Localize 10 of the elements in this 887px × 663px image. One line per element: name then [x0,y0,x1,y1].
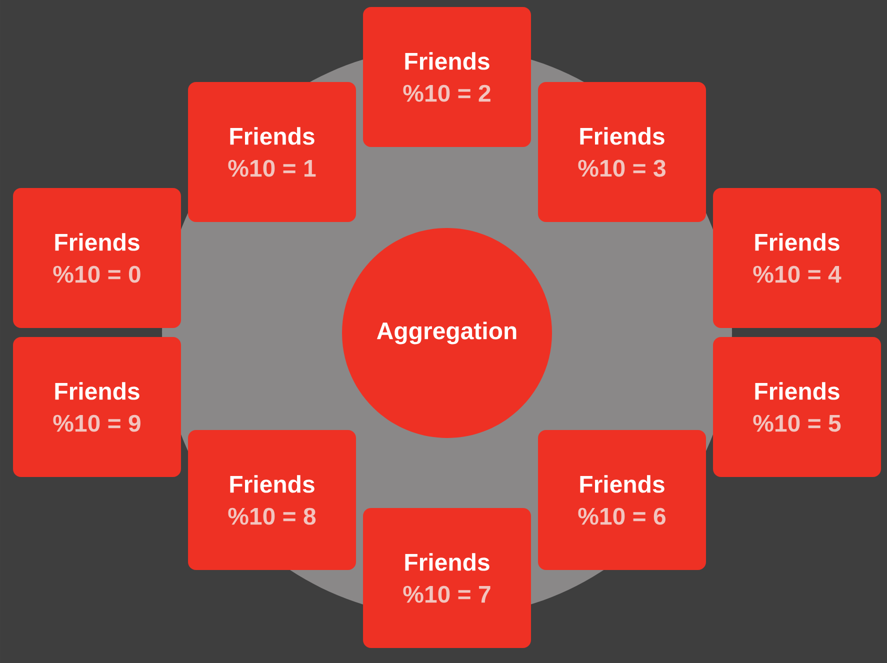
friends-box: Friends %10 = 8 [188,430,356,570]
friends-box: Friends %10 = 5 [713,336,881,477]
friends-box: Friends %10 = 2 [363,6,531,147]
friends-box: Friends %10 = 9 [13,336,181,477]
friends-box: Friends %10 = 1 [188,82,356,222]
friends-box: Friends %10 = 7 [363,508,531,648]
friends-box: Friends %10 = 3 [538,82,706,222]
friends-box: Friends %10 = 4 [713,188,881,328]
friends-box: Friends %10 = 0 [13,188,181,328]
friends-box: Friends %10 = 6 [538,430,706,570]
